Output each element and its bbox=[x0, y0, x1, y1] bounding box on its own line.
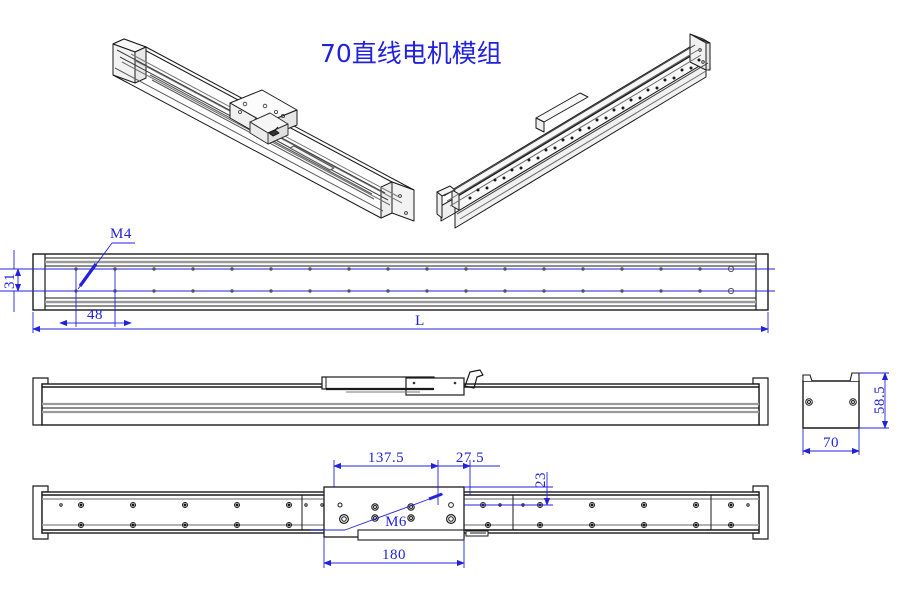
dim-27-5 bbox=[438, 460, 500, 495]
dim-137-5 bbox=[333, 460, 439, 505]
dim-70-label: 70 bbox=[823, 435, 839, 451]
front-view bbox=[32, 369, 769, 426]
bottom-view: 137.5 27.5 23 M6 180 bbox=[32, 450, 769, 568]
end-section-view: 70 58.5 bbox=[802, 372, 889, 455]
dim-70 bbox=[802, 428, 860, 455]
dim-L-label: L bbox=[415, 313, 425, 329]
dim-48 bbox=[59, 269, 132, 327]
dim-180-label: 180 bbox=[382, 547, 406, 563]
dim-180 bbox=[323, 537, 465, 568]
dim-48-label: 48 bbox=[87, 307, 103, 323]
isometric-view-front bbox=[112, 38, 415, 222]
dim-L bbox=[32, 312, 769, 333]
dim-58-5 bbox=[859, 372, 889, 429]
label-m4: M4 bbox=[110, 226, 132, 242]
dim-137-5-label: 137.5 bbox=[368, 450, 404, 466]
leader-m6 bbox=[310, 493, 444, 531]
drawing-title: 70直线电机模组 bbox=[320, 39, 502, 68]
dim-23 bbox=[464, 472, 553, 506]
isometric-view-rear bbox=[436, 33, 712, 229]
dim-31 bbox=[13, 250, 22, 312]
dim-58-5-label: 58.5 bbox=[872, 386, 888, 414]
top-view: 31 M4 48 L bbox=[0, 226, 775, 333]
label-m6: M6 bbox=[385, 514, 407, 530]
dim-23-label: 23 bbox=[533, 472, 549, 488]
dim-27-5-label: 27.5 bbox=[456, 450, 484, 466]
dim-31-label: 31 bbox=[2, 273, 18, 289]
